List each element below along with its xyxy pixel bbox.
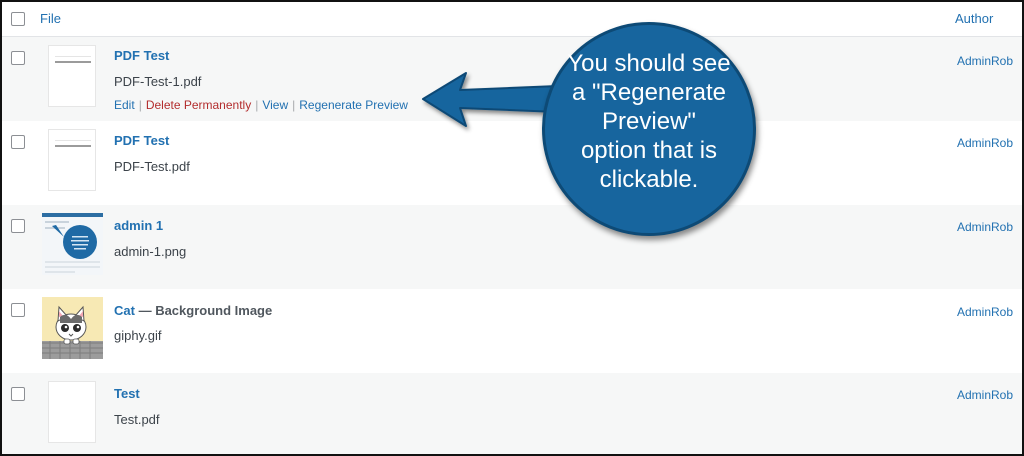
row-checkbox[interactable] [11, 51, 25, 65]
callout-line: Preview" [602, 108, 696, 135]
item-title-link[interactable]: PDF Test [114, 133, 170, 148]
author-link[interactable]: AdminRob [957, 388, 1014, 402]
table-row: Cat — Background Image giphy.gif AdminRo… [2, 289, 1022, 373]
row-checkbox[interactable] [11, 303, 25, 317]
table-row: PDF Test PDF-Test.pdf AdminRob [2, 121, 1022, 205]
arrow-left-icon [420, 68, 560, 143]
item-title-link[interactable]: Cat [114, 303, 135, 318]
pdf-thumbnail-icon[interactable] [48, 45, 96, 107]
author-link[interactable]: AdminRob [957, 136, 1014, 150]
item-title-link[interactable]: PDF Test [114, 48, 170, 63]
regenerate-preview-link[interactable]: Regenerate Preview [299, 98, 408, 112]
view-link[interactable]: View [262, 98, 289, 112]
callout-line: option that is [580, 137, 718, 164]
select-all-checkbox[interactable] [11, 12, 25, 26]
item-title-link[interactable]: admin 1 [114, 218, 164, 233]
table-header: File Author [2, 2, 1022, 37]
item-title: Cat — Background Image [114, 303, 272, 318]
image-thumbnail-icon[interactable] [42, 213, 103, 275]
row-checkbox[interactable] [11, 219, 25, 233]
author-link[interactable]: AdminRob [957, 54, 1014, 68]
delete-permanently-link[interactable]: Delete Permanently [145, 98, 252, 112]
row-actions: Edit|Delete Permanently|View|Regenerate … [114, 98, 408, 112]
cat-thumbnail-icon[interactable] [42, 297, 103, 359]
pdf-thumbnail-icon[interactable] [48, 381, 96, 443]
edit-link[interactable]: Edit [114, 98, 135, 112]
table-row: admin 1 admin-1.png AdminRob [2, 205, 1022, 289]
item-title-link[interactable]: Test [114, 386, 140, 401]
item-filename: PDF-Test-1.pdf [114, 74, 202, 89]
author-link[interactable]: AdminRob [957, 305, 1014, 319]
column-header-author[interactable]: Author [955, 11, 994, 26]
row-checkbox[interactable] [11, 387, 25, 401]
action-separator: | [255, 98, 259, 112]
action-separator: | [138, 98, 142, 112]
item-title-suffix: — Background Image [138, 303, 273, 318]
callout-line: clickable. [599, 166, 699, 193]
item-filename: admin-1.png [114, 244, 187, 259]
item-filename: giphy.gif [114, 328, 162, 343]
column-header-file[interactable]: File [40, 11, 61, 26]
item-filename: Test.pdf [114, 412, 160, 427]
callout-line: You should see [567, 50, 731, 77]
table-row: Test Test.pdf AdminRob [2, 373, 1022, 454]
callout-bubble: You should see a "Regenerate Preview" op… [542, 22, 756, 236]
row-checkbox[interactable] [11, 135, 25, 149]
pdf-thumbnail-icon[interactable] [48, 129, 96, 191]
author-link[interactable]: AdminRob [957, 220, 1014, 234]
action-separator: | [292, 98, 296, 112]
callout-line: a "Regenerate [572, 79, 726, 106]
item-filename: PDF-Test.pdf [114, 159, 190, 174]
callout-text: You should see a "Regenerate Preview" op… [545, 49, 753, 194]
